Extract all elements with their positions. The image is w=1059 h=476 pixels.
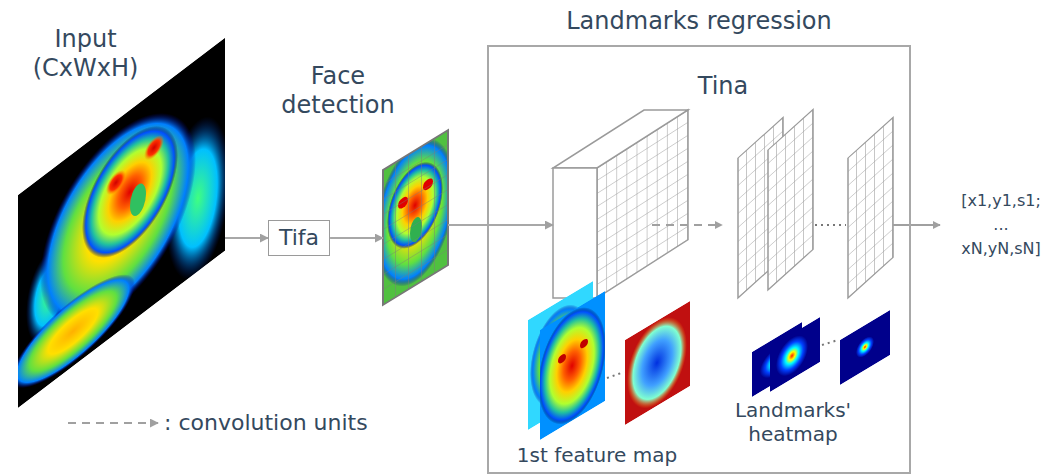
caption-label: 1st feature map [497,443,697,467]
output-arrow [893,224,940,226]
input-image: Input (CxWxH) [18,25,225,408]
feature-planes [738,110,893,299]
face-crop: Face detection [383,62,448,305]
legend-label: : convolution units [164,410,368,436]
legend-sample [68,422,158,424]
process-box: Tifa [268,220,330,256]
conv-units-arrow [652,224,722,226]
box-label: Tifa [279,225,319,251]
node-heading: Input (CxWxH) [18,25,153,83]
ellipsis-dots [815,224,846,226]
flow-arrow [225,237,268,239]
node-heading: Landmarks regression [489,7,909,36]
conv-block [553,110,688,298]
flow-arrow [448,224,553,226]
caption-label: Landmarks' heatmap [728,398,858,446]
heatmap-images [752,310,890,397]
node-heading: Tina [553,72,893,101]
node-heading: Face detection [273,62,403,120]
ellipsis-dots [822,340,838,345]
network: Tina [553,72,893,298]
thermal-input-image [18,38,225,408]
output-label: [x1,y1,s1; ... xN,yN,sN] [953,189,1049,261]
ellipsis-dots [607,372,624,378]
flow-arrow [330,237,383,239]
feature-map-images [528,281,690,441]
face-crop-image [375,118,455,310]
